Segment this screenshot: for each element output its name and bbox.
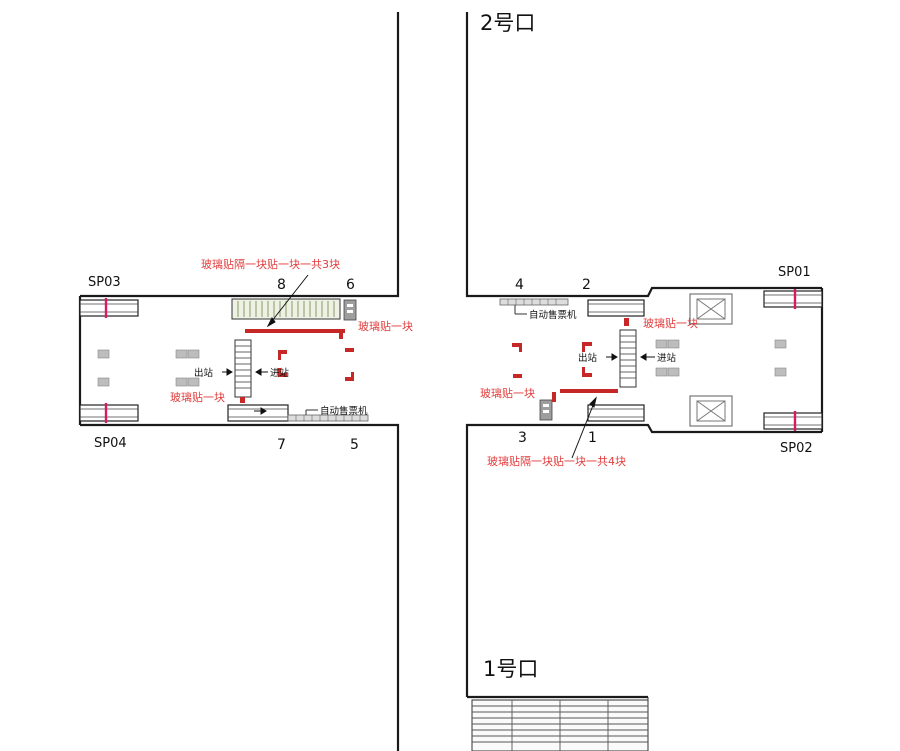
tvm-right-row: [499, 298, 569, 315]
annotation-glass-one-left-bottom: 玻璃贴一块: [170, 390, 225, 404]
wall-right-top: [465, 12, 822, 298]
entrance-3-number: 3: [518, 430, 527, 446]
escalator-sp01: [763, 289, 823, 309]
escalator-sp03: [79, 298, 139, 318]
fare-gates-right: [619, 329, 637, 388]
entrance-6-number: 6: [346, 277, 355, 293]
escalator-1: [587, 404, 645, 422]
escalators: [79, 289, 823, 751]
fare-gates-left: [234, 339, 252, 398]
wall-left-top: [80, 12, 400, 298]
sp04-label: SP04: [94, 436, 127, 451]
escalator-sp02: [763, 411, 823, 431]
annotation-glass-one-left-top: 玻璃贴一块: [358, 319, 413, 333]
kiosk-3: [539, 399, 553, 421]
exit-2-label: 2号口: [480, 11, 535, 35]
sp03-label: SP03: [88, 275, 121, 290]
wall-right-bottom: [465, 423, 822, 697]
walls: [78, 12, 824, 751]
enter-direction-left: 进站: [270, 367, 290, 379]
exit1-staircase: [471, 699, 649, 751]
escalator-2: [587, 299, 645, 317]
red-barriers: [240, 318, 629, 403]
exit-direction-left: 出站: [194, 367, 214, 379]
tvm-left-row: [287, 409, 369, 422]
entrance-5-number: 5: [350, 437, 359, 453]
sp02-label: SP02: [780, 441, 813, 456]
tvm-left-label: 自动售票机: [320, 405, 368, 417]
stair-8: [231, 298, 341, 320]
pillars: [97, 339, 787, 387]
entrance-7-number: 7: [277, 437, 286, 453]
arrows: [222, 274, 655, 459]
escalator-sp04: [79, 403, 139, 423]
exit-1-label: 1号口: [483, 657, 538, 681]
wall-left-bottom: [80, 423, 400, 751]
annotation-glass-bottom-4: 玻璃贴隔一块贴一块一共4块: [487, 454, 626, 468]
entrance-1-number: 1: [588, 430, 597, 446]
elevators: [689, 293, 733, 427]
sp01-label: SP01: [778, 265, 811, 280]
annotation-glass-one-right-top: 玻璃贴一块: [643, 316, 698, 330]
escalator-7: [227, 404, 289, 422]
exit-direction-right: 出站: [578, 352, 598, 364]
kiosk-6: [343, 299, 357, 321]
entrance-4-number: 4: [515, 277, 524, 293]
tvm-right-label: 自动售票机: [529, 309, 577, 321]
enter-direction-right: 进站: [657, 352, 677, 364]
entrance-8-number: 8: [277, 277, 286, 293]
annotation-glass-top-3: 玻璃贴隔一块贴一块一共3块: [201, 257, 340, 271]
annotation-glass-one-right-bottom: 玻璃贴一块: [480, 386, 535, 400]
entrance-2-number: 2: [582, 277, 591, 293]
